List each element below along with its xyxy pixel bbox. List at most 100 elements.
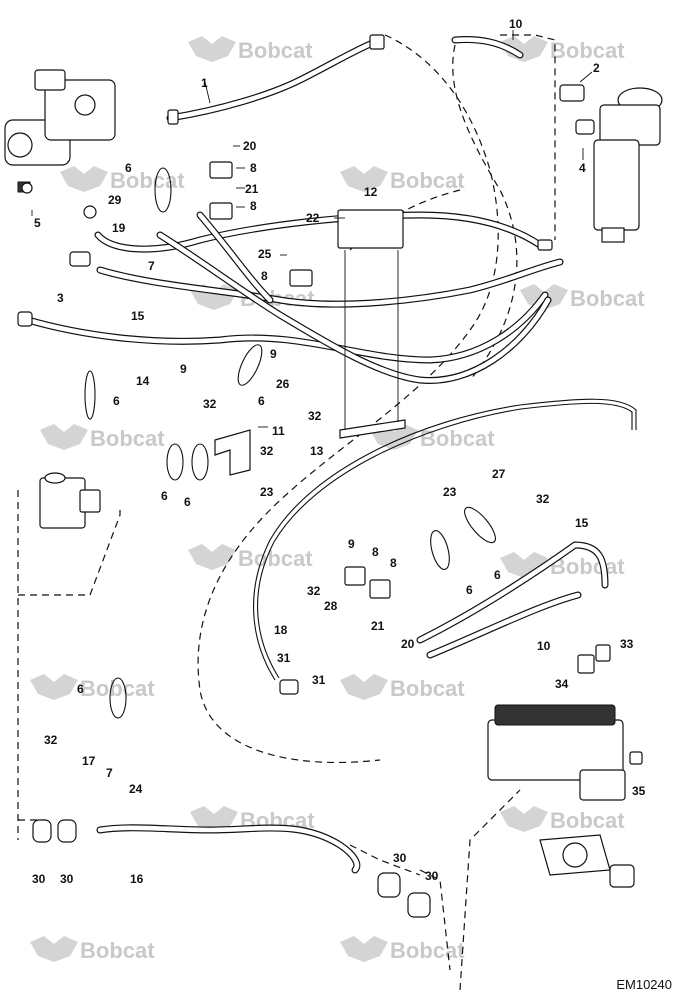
callout-label: 14 (136, 374, 150, 388)
watermark-text: Bobcat (110, 168, 185, 193)
callout-label: 4 (579, 161, 586, 175)
callout-label: 5 (34, 216, 41, 230)
callout-label: 8 (372, 545, 379, 559)
bobcat-logo-icon (188, 544, 236, 570)
callout-label: 15 (131, 309, 145, 323)
bobcat-logo-icon (40, 424, 88, 450)
watermark-text: Bobcat (550, 38, 625, 63)
callout-label: 31 (312, 673, 326, 687)
callout-label: 2 (593, 61, 600, 75)
watermark-text: Bobcat (80, 938, 155, 963)
elbow-fitting (39, 472, 101, 529)
callout-label: 6 (494, 568, 501, 582)
callout-label: 9 (348, 537, 355, 551)
watermark-text: Bobcat (550, 554, 625, 579)
callout-label: 22 (306, 211, 320, 225)
callout-label: 32 (260, 444, 274, 458)
drawing-code: EM10240 (616, 977, 672, 992)
callout-label: 18 (274, 623, 288, 637)
callout-label: 8 (390, 556, 397, 570)
components (4, 34, 663, 918)
callout-label: 6 (125, 161, 132, 175)
callout-label: 10 (537, 639, 551, 653)
bobcat-watermark: Bobcat (340, 674, 465, 701)
callout-label: 30 (60, 872, 74, 886)
bobcat-logo-icon (30, 936, 78, 962)
callout-label: 25 (258, 247, 272, 261)
bobcat-watermark: Bobcat (340, 936, 465, 963)
watermark-text: Bobcat (390, 938, 465, 963)
callout-label: 8 (250, 199, 257, 213)
bobcat-watermark: Bobcat (188, 544, 313, 571)
callout-label: 32 (203, 397, 217, 411)
callout-label: 31 (277, 651, 291, 665)
callout-label: 19 (112, 221, 126, 235)
watermark-text: Bobcat (550, 808, 625, 833)
callout-label: 21 (245, 182, 259, 196)
bracket-11 (214, 429, 251, 476)
callout-label: 9 (180, 362, 187, 376)
bobcat-logo-icon (500, 36, 548, 62)
callout-label: 7 (106, 766, 113, 780)
callout-label: 8 (250, 161, 257, 175)
callout-label: 20 (243, 139, 257, 153)
callout-label: 17 (82, 754, 96, 768)
tube-18 (253, 398, 637, 681)
bobcat-watermark: Bobcat (500, 806, 625, 833)
callout-label: 10 (509, 17, 523, 31)
hydraulic-filter (559, 84, 663, 243)
bobcat-logo-icon (30, 674, 78, 700)
callout-label: 16 (130, 872, 144, 886)
bobcat-logo-icon (60, 166, 108, 192)
watermark-text: Bobcat (390, 676, 465, 701)
callout-label: 23 (260, 485, 274, 499)
bobcat-watermark: Bobcat (40, 424, 165, 451)
callout-label: 6 (77, 682, 84, 696)
callout-label: 6 (184, 495, 191, 509)
callout-label: 30 (393, 851, 407, 865)
callout-label: 8 (261, 269, 268, 283)
callout-label: 32 (307, 584, 321, 598)
watermark-text: Bobcat (90, 426, 165, 451)
bobcat-watermark: Bobcat (188, 36, 313, 63)
bobcat-logo-icon (500, 806, 548, 832)
callout-label: 6 (161, 489, 168, 503)
callout-label: 11 (272, 424, 285, 438)
clamp-plate-12 (337, 209, 404, 249)
callout-label: 9 (270, 347, 277, 361)
callout-label: 12 (364, 185, 378, 199)
bobcat-watermark: Bobcat (520, 284, 645, 311)
callout-label: 6 (466, 583, 473, 597)
callout-label: 21 (371, 619, 385, 633)
watermark-text: Bobcat (570, 286, 645, 311)
bobcat-watermark: Bobcat (60, 166, 185, 193)
callout-label: 24 (129, 782, 143, 796)
bobcat-watermark: Bobcat (500, 36, 625, 63)
bobcat-watermark: Bobcat (30, 674, 155, 701)
callout-label: 32 (308, 409, 322, 423)
callout-label: 33 (620, 637, 634, 651)
callout-label: 29 (108, 193, 122, 207)
callout-label: 20 (401, 637, 415, 651)
callout-label: 23 (443, 485, 457, 499)
callout-label: 32 (536, 492, 550, 506)
bobcat-watermark: Bobcat (340, 166, 465, 193)
bobcat-logo-icon (340, 936, 388, 962)
hoses (24, 36, 609, 874)
callout-label: 34 (555, 677, 569, 691)
callout-label: 3 (57, 291, 64, 305)
watermark-text: Bobcat (390, 168, 465, 193)
watermark-text: Bobcat (238, 546, 313, 571)
callout-label: 13 (310, 444, 324, 458)
callout-label: 6 (113, 394, 120, 408)
watermark-text: Bobcat (238, 38, 313, 63)
callout-label: 1 (201, 76, 208, 90)
callout-label: 28 (324, 599, 338, 613)
bobcat-logo-icon (340, 166, 388, 192)
bobcat-logo-icon (188, 36, 236, 62)
callout-label: 15 (575, 516, 589, 530)
bobcat-logo-icon (340, 674, 388, 700)
callout-label: 30 (32, 872, 46, 886)
callout-label: 27 (492, 467, 506, 481)
